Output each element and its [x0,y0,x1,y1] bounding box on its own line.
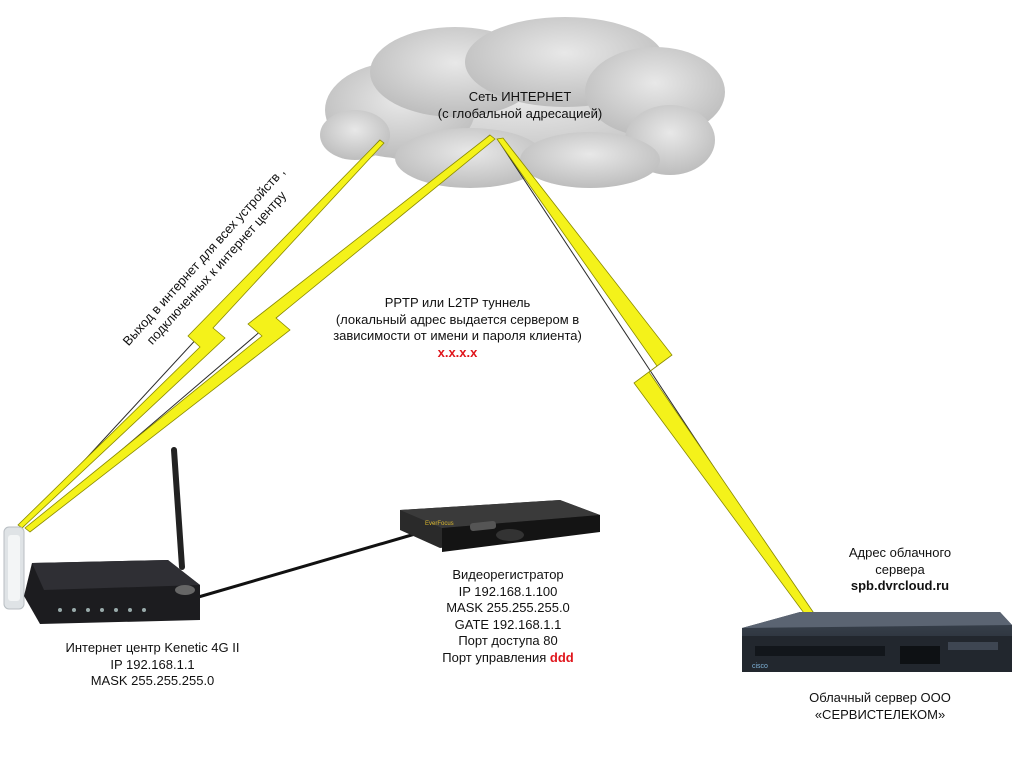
ethernet-cable [194,532,416,600]
server-line2: «СЕРВИСТЕЛЕКОМ» [814,706,946,722]
dvr-control-port: Порт управления ddd [418,650,598,667]
connection-lines [21,134,819,626]
tunnel-line1: PPTP или L2TP туннель [384,295,531,310]
cloud-label-line1: Сеть ИНТЕРНЕТ [468,89,572,104]
server-address-line2: сервера [875,561,925,577]
server-address-host: spb.dvrcloud.ru [850,578,950,593]
svg-text:cisco: cisco [752,663,768,670]
server-device: cisco [742,612,1012,672]
dvr-mask: MASK 255.255.255.0 [446,600,570,615]
dvr-control-port-label: Порт управления [442,649,547,665]
svg-text:EverFocus: EverFocus [425,521,454,527]
router-label: Интернет центр Kenetic 4G II IP 192.168.… [40,640,265,690]
dvr-access-port: Порт доступа 80 [458,633,558,648]
tunnel-line2: (локальный адрес выдается сервером в [335,311,580,327]
lightning-tunnel [24,134,496,533]
tunnel-address: x.x.x.x [437,344,478,360]
dvr-ip: IP 192.168.1.100 [458,583,558,599]
dvr-control-port-value: ddd [549,649,574,665]
server-address-label: Адрес облачного сервера spb.dvrcloud.ru [820,545,980,595]
dvr-gate: GATE 192.168.1.1 [454,616,562,632]
server-label: Облачный сервер ООО «СЕРВИСТЕЛЕКОМ» [770,690,990,723]
cloud-label-line2: (с глобальной адресацией) [437,105,603,121]
router-name: Интернет центр Kenetic 4G II [65,640,240,655]
router-ip: IP 192.168.1.1 [110,656,195,672]
tunnel-label: PPTP или L2TP туннель (локальный адрес в… [300,295,615,361]
dvr-name: Видеорегистратор [452,567,564,582]
server-address-line1: Адрес облачного [848,545,952,560]
router-device [3,447,200,624]
cloud-label: Сеть ИНТЕРНЕТ (с глобальной адресацией) [395,89,645,122]
dvr-label: Видеорегистратор IP 192.168.1.100 MASK 2… [418,567,598,666]
router-mask: MASK 255.255.255.0 [90,673,215,688]
server-line1: Облачный сервер ООО [809,690,951,705]
tunnel-line3: зависимости от имени и пароля клиента) [333,328,582,343]
dvr-device: EverFocus [400,500,600,552]
